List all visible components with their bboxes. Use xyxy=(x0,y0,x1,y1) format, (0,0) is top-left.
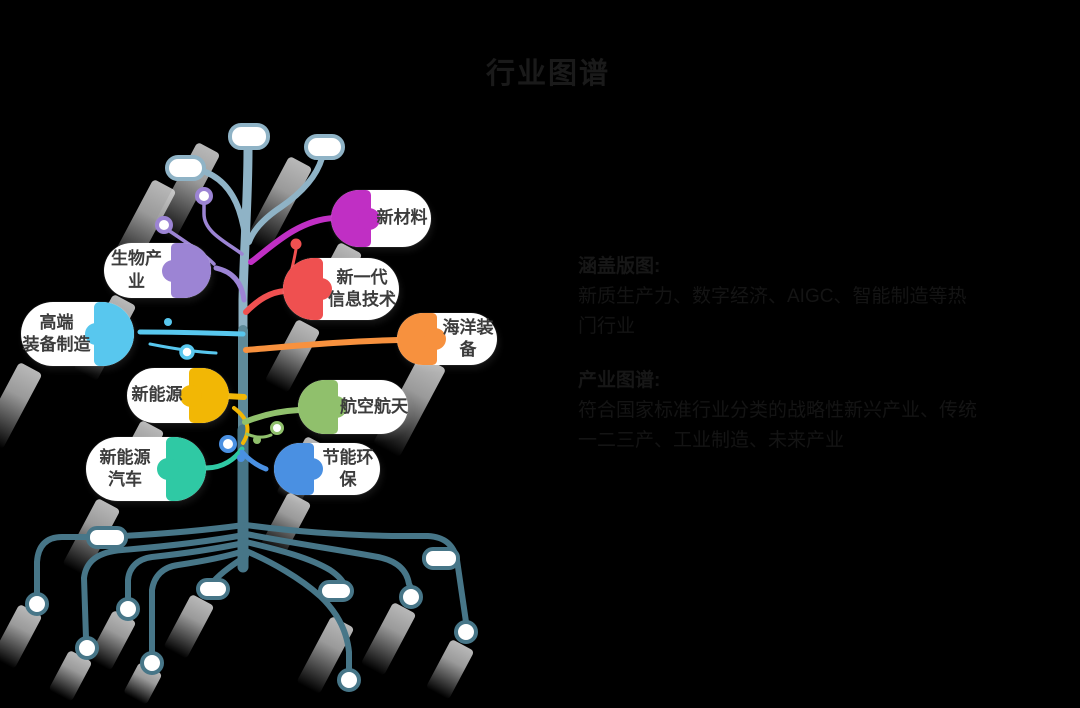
industry-node-marine-equipment: 海洋装备 xyxy=(397,313,497,365)
info-block-coverage: 涵盖版图: 新质生产力、数字经济、AIGC、智能制造等热门行业 xyxy=(578,252,983,342)
industry-node-high-end-equipment: 高端 装备制造 xyxy=(21,302,134,366)
berry xyxy=(155,216,173,234)
industry-node-next-gen-it: 新一代 信息技术 xyxy=(283,258,399,320)
industry-label: 新能源 xyxy=(131,385,183,405)
node-cap-bump xyxy=(301,458,323,480)
node-cap-bump xyxy=(424,328,446,350)
berry xyxy=(179,344,195,360)
berry xyxy=(195,187,213,205)
industry-label: 新一代 信息技术 xyxy=(328,267,396,309)
industry-label: 海洋装备 xyxy=(442,317,494,359)
node-cap-bump xyxy=(325,396,347,418)
branch-env xyxy=(239,449,269,472)
industry-node-new-energy: 新能源 xyxy=(127,368,229,423)
branch-aerospace xyxy=(242,407,302,425)
node-cap xyxy=(397,313,446,365)
branch-top-left xyxy=(197,167,249,247)
branch-new-materials xyxy=(248,215,337,265)
branch-next-gen-it xyxy=(243,288,288,315)
node-cap-bump xyxy=(157,458,179,480)
berry xyxy=(290,238,302,250)
leaf-bud xyxy=(165,155,206,181)
info-body: 符合国家标准行业分类的战略性新兴产业、传统一二三产、工业制造、未来产业 xyxy=(578,400,978,451)
info-heading: 产业图谱: xyxy=(578,370,661,391)
branch-marine xyxy=(243,337,401,353)
node-cap-bump xyxy=(310,278,332,300)
industry-label: 航空航天 xyxy=(340,396,408,416)
industry-label: 节能环保 xyxy=(322,447,374,489)
node-cap-bump xyxy=(162,259,184,282)
berry xyxy=(270,421,284,435)
industry-node-aerospace: 航空航天 xyxy=(298,380,408,434)
berry xyxy=(164,318,172,326)
info-body: 新质生产力、数字经济、AIGC、智能制造等热门行业 xyxy=(578,286,967,337)
berry xyxy=(253,436,261,444)
berry xyxy=(219,435,237,453)
industry-node-bio-industry: 生物产业 xyxy=(104,243,211,298)
industry-label: 新能源 汽车 xyxy=(99,447,151,489)
node-cap xyxy=(274,443,323,495)
node-cap-bump xyxy=(85,323,107,345)
branch-high-end xyxy=(137,329,246,337)
root-tips xyxy=(25,526,478,692)
industry-node-new-energy-vehicles: 新能源 汽车 xyxy=(86,437,206,501)
industry-node-energy-saving-env: 节能环保 xyxy=(274,443,380,495)
node-cap xyxy=(298,380,347,434)
industry-label: 生物产业 xyxy=(111,249,162,291)
branch-bio-twig xyxy=(202,201,244,256)
leaf-bud xyxy=(304,134,345,160)
berry xyxy=(237,454,245,462)
node-cap-bump xyxy=(180,384,202,407)
branch-bio xyxy=(213,265,247,303)
page-title: 行业图谱 xyxy=(486,58,611,90)
industry-node-new-materials: 新材料 xyxy=(331,190,431,247)
info-block-atlas: 产业图谱: 符合国家标准行业分类的战略性新兴产业、传统一二三产、工业制造、未来产… xyxy=(578,366,983,456)
node-cap-bump xyxy=(358,207,380,230)
node-cap xyxy=(331,190,380,247)
branch-top-right xyxy=(246,155,325,245)
info-heading: 涵盖版图: xyxy=(578,256,661,277)
industry-label: 高端 装备制造 xyxy=(22,312,91,354)
leaf-bud xyxy=(228,123,270,150)
branch-new-energy xyxy=(223,393,247,400)
branch-new-energy-twig xyxy=(232,406,250,445)
industry-label: 新材料 xyxy=(376,208,428,228)
